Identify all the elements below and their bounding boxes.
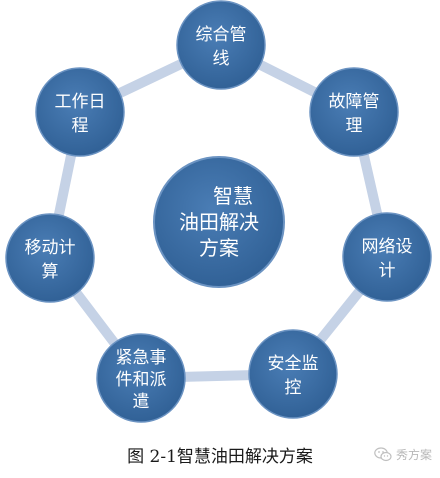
node-label: 理: [346, 116, 363, 136]
watermark-text: 秀方案: [395, 448, 432, 462]
node-label: 紧急事: [116, 348, 167, 368]
center-label: 方案: [199, 236, 239, 260]
node-label: 算: [42, 262, 59, 282]
node-label: 遣: [133, 392, 150, 412]
node-label: 控: [285, 378, 302, 398]
node-integrated-pipeline: 综合管 线: [176, 0, 266, 90]
node-circle: [309, 67, 399, 157]
figure-caption: 图 2-1智慧油田解决方案: [127, 447, 313, 467]
watermark: 秀方案: [374, 446, 432, 463]
node-label: 工作日: [55, 92, 106, 112]
node-emergency-dispatch: 紧急事 件和派 遣: [96, 333, 186, 423]
node-label: 移动计: [25, 238, 76, 258]
center-circle: [153, 156, 285, 288]
node-label: 计: [379, 261, 396, 281]
node-label: 件和派: [116, 370, 167, 390]
node-mobile-computing: 移动计 算: [5, 213, 95, 303]
node-fault-management: 故障管 理: [309, 67, 399, 157]
node-label: 网络设: [362, 237, 413, 257]
node-security-monitoring: 安全监 控: [248, 329, 338, 419]
center-label: 智慧: [213, 184, 253, 208]
node-circle: [96, 333, 186, 423]
node-circle: [176, 0, 266, 90]
wechat-icon: [374, 447, 392, 462]
center-node: 智慧 油田解决 方案: [153, 156, 285, 288]
node-circle: [35, 67, 125, 157]
node-circle: [5, 213, 95, 303]
node-label: 程: [72, 116, 89, 136]
node-label: 故障管: [329, 92, 380, 112]
center-label: 油田解决: [179, 210, 259, 234]
node-circle: [342, 212, 432, 302]
node-circle: [248, 329, 338, 419]
node-label: 线: [213, 49, 230, 69]
node-label: 安全监: [268, 354, 319, 374]
node-label: 综合管: [196, 25, 247, 45]
node-work-schedule: 工作日 程: [35, 67, 125, 157]
node-network-design: 网络设 计: [342, 212, 432, 302]
